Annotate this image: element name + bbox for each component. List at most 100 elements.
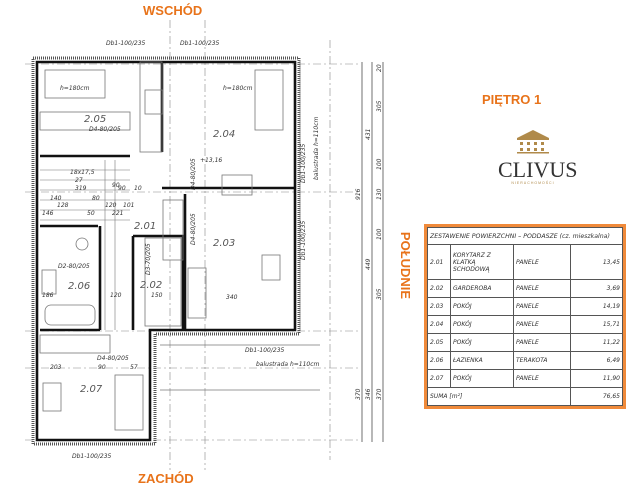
building-icon [517,130,549,154]
stairs-spec: 18x17,5 [70,169,95,176]
dim-label: 916 [355,188,362,200]
dim-label: 90 [118,185,126,192]
bed-2-04 [254,69,284,131]
dim-label: 80 [92,195,100,202]
bed-2-05 [44,69,106,99]
bed-height-note: h=180cm [223,85,253,92]
sum-label: SUMA [m²] [427,387,571,406]
room-label-2-07: 2.07 [80,384,103,395]
door-label: Db1-100/235 [106,40,146,47]
floor-type: PANELE [513,279,571,298]
door-label: Db1-100/235 [245,347,285,354]
dim-label: 50 [87,210,95,217]
dim-label: 57 [130,364,138,371]
direction-east: WSCHÓD [143,3,203,18]
dim-label: 100 [376,158,383,170]
dim-label: 120 [110,292,122,299]
room-area: 11,22 [570,333,623,352]
door-label: D4-80/205 [89,126,121,133]
room-name: POKÓJ [450,297,514,316]
dim-label: 90 [112,182,120,189]
floor-type: PANELE [513,244,571,280]
room-area: 15,71 [570,315,623,334]
dim-label: 90 [98,364,106,371]
furniture [39,61,284,431]
dim-label: 431 [365,129,372,140]
dim-label: 186 [42,292,54,299]
bed-height-note: h=180cm [60,85,90,92]
balustrade-note: balustrada h=110cm [256,361,320,368]
toilet [75,237,89,251]
dim-label: 305 [376,288,383,300]
room-label-2-04: 2.04 [213,129,235,140]
dim-label: 130 [376,188,383,200]
room-label-2-01: 2.01 [134,221,156,232]
room-area: 6,49 [570,351,623,370]
room-label-2-06: 2.06 [68,281,90,292]
floor-type: PANELE [513,297,571,316]
sink [41,269,57,295]
room-name: POKÓJ [450,333,514,352]
stairs-count: 27 [75,177,83,184]
room-number: 2.03 [427,297,451,316]
dim-label: 101 [123,202,134,209]
room-area: 13,45 [570,244,623,280]
direction-west: ZACHÓD [138,471,194,486]
stairs-length: 319 [75,185,87,192]
dimension-lines [361,62,384,442]
floor-type: TERAKOTA [513,351,571,370]
room-label-2-02: 2.02 [140,280,162,291]
dim-label: 100 [376,228,383,240]
floor-type: PANELE [513,315,571,334]
dim-label: 370 [355,388,362,400]
dim-label: 150 [151,292,163,299]
door-label: Db1-100/235 [300,143,307,183]
stairs [40,160,130,330]
dim-label: 146 [42,210,54,217]
room-area: 11,90 [570,369,623,388]
room-name: ŁAZIENKA [450,351,514,370]
door-label: D4-80/205 [97,355,129,362]
room-name: KORYTARZ Z KLATKĄ SCHODOWĄ [450,244,514,280]
dim-label: 370 [376,388,383,400]
room-label-2-05: 2.05 [84,114,106,125]
room-name: POKÓJ [450,369,514,388]
room-area: 14,19 [570,297,623,316]
dim-label: 128 [57,202,69,209]
room-number: 2.01 [427,244,451,280]
dim-label: 203 [50,364,62,371]
clivus-logo: CLIVUS NIERUCHOMOŚCI [498,128,578,185]
balustrade [160,60,320,391]
room-label-2-03: 2.03 [213,238,235,249]
sum-value: 76,65 [570,387,623,406]
dim-label: 221 [112,210,123,217]
room-name: POKÓJ [450,315,514,334]
door-label: D3-70/205 [145,243,152,275]
bed-2-07 [114,374,144,431]
level-mark: +13,16 [200,157,222,164]
floor-type: PANELE [513,369,571,388]
dim-label: 140 [50,195,62,202]
dim-label: 10 [134,185,142,192]
room-number: 2.05 [427,333,451,352]
floor-type: PANELE [513,333,571,352]
dim-label: 120 [105,202,117,209]
room-labels: 2.01 2.02 2.03 2.04 2.05 2.06 2.07 [68,114,235,395]
table-title: ZESTAWENIE POWIERZCHNI – PODDASZE (cz. m… [427,227,623,245]
room-name: GARDEROBA [450,279,514,298]
wall-insulation [31,56,301,446]
shower [187,267,207,319]
dim-label: 20 [376,64,383,72]
balustrade-note: balustrada h=110cm [313,116,320,180]
door-label: D2-80/205 [58,263,90,270]
logo-name: CLIVUS [498,157,578,182]
room-number: 2.06 [427,351,451,370]
area-summary-table: ZESTAWENIE POWIERZCHNI – PODDASZE (cz. m… [424,224,626,409]
